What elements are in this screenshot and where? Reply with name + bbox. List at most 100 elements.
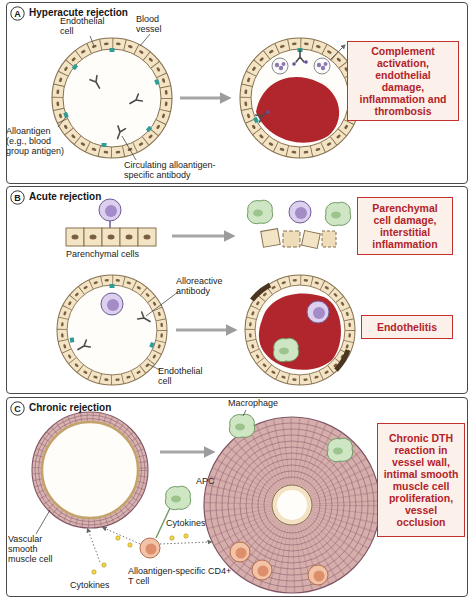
tcr-contact — [109, 221, 111, 228]
cytokine-path — [160, 542, 210, 544]
muscle-layer — [240, 453, 344, 557]
muscle-layer — [35, 415, 145, 525]
annotation-label: APC — [196, 476, 226, 486]
leader-line — [122, 136, 136, 160]
panel-title: Acute rejection — [29, 191, 101, 202]
macrophage — [247, 200, 272, 224]
macrophage — [325, 202, 350, 226]
blood-vessel — [57, 275, 167, 385]
alloantigen — [102, 143, 107, 147]
alloantigen — [253, 117, 259, 123]
leader-line — [140, 34, 150, 46]
macrophage — [273, 338, 298, 362]
annotation-label: Endothelial cell — [158, 366, 210, 386]
annotation-label: Alloantigen-specific CD4+ T cell — [128, 566, 232, 586]
annotation-label: Blood vessel — [136, 14, 176, 34]
blood-vessel — [52, 38, 172, 158]
leader-line — [58, 117, 66, 127]
panel-letter-text: A — [10, 6, 25, 21]
hemorrhage — [259, 293, 341, 369]
alloantigen — [154, 79, 159, 85]
panel-letter: C — [10, 401, 25, 416]
complement — [304, 60, 308, 64]
leader-line — [36, 510, 50, 534]
outcome-text: Endothelitis — [377, 321, 437, 333]
damaged-endothelium — [252, 285, 270, 300]
damaged-cell — [322, 231, 336, 247]
muscle-layer — [210, 423, 374, 587]
annotation-label: Cytokines — [70, 580, 120, 590]
blood-vessel — [240, 38, 360, 158]
blood-vessel — [245, 275, 355, 385]
transition-arrow — [180, 97, 222, 100]
transition-arrow — [172, 235, 226, 238]
muscle-layer — [246, 459, 338, 551]
cytokine — [102, 563, 106, 567]
alloantigen — [146, 126, 152, 132]
outcome-box: Parenchymal cell damage, interstitial in… — [357, 197, 453, 255]
vessel-lumen — [277, 490, 307, 520]
outcome-text: Complement activation, endothelial damag… — [353, 45, 453, 117]
rejection-panel: Acute rejection B Parenchymal cell damage,… — [6, 186, 468, 394]
leader-line — [243, 410, 246, 416]
damaged-cell — [261, 229, 281, 248]
antibody — [138, 312, 152, 325]
complement — [266, 110, 270, 114]
muscle-layer — [234, 447, 350, 563]
leader-line — [90, 36, 94, 46]
alloantigen — [149, 342, 154, 348]
alloantigen — [72, 64, 78, 70]
nucleus — [72, 235, 79, 240]
annotation-label: Parenchymal cells — [66, 249, 166, 259]
neutrophil — [314, 58, 330, 74]
panel-letter: B — [10, 190, 25, 205]
macrophage — [327, 438, 352, 462]
annotation-label: Macrophage — [228, 398, 292, 408]
panel-title: Chronic rejection — [29, 402, 111, 413]
nucleus — [126, 235, 133, 240]
apc — [165, 486, 190, 510]
thrombus — [256, 77, 339, 143]
antibody — [90, 76, 103, 90]
outcome-box: Chronic DTH reaction in vessel wall, int… — [377, 423, 465, 537]
alloantigen — [110, 48, 115, 52]
t-cell — [230, 542, 250, 562]
leader-line — [146, 292, 178, 316]
t-cell — [99, 199, 121, 221]
smooth-muscle — [37, 417, 143, 523]
panel-letter: A — [10, 6, 25, 21]
t-cell — [289, 201, 311, 223]
antibody — [296, 50, 304, 62]
letter-circle-outline — [11, 191, 24, 204]
parenchymal-cell — [138, 228, 156, 246]
annotation-label: Endothelial cell — [60, 16, 112, 36]
parenchymal-cell — [66, 228, 84, 246]
t-cell — [308, 565, 328, 585]
antibody — [114, 126, 126, 140]
t-cell — [252, 560, 272, 580]
parenchymal-cell — [84, 228, 102, 246]
rejection-panel: Hyperacute rejectionAComplement activati… — [6, 2, 468, 184]
annotation-label: Circulating alloantigen-specific antibod… — [124, 160, 238, 180]
cytokine — [170, 536, 174, 540]
outcome-text: Parenchymal cell damage, interstitial in… — [363, 202, 447, 250]
transition-arrow — [160, 451, 206, 454]
neutrophil — [272, 58, 288, 74]
letter-circle-outline — [11, 7, 24, 20]
smooth-muscle — [238, 451, 346, 559]
cytokine — [92, 570, 96, 574]
cytokine — [128, 543, 132, 547]
damaged-cell — [302, 230, 321, 248]
rejection-panel: Chronic rejection C Chronic DTH reaction i… — [6, 397, 468, 597]
cytokine-path — [104, 528, 140, 544]
outcome-box: Endothelitis — [361, 315, 453, 339]
muscle-layer — [252, 465, 332, 545]
t-cell — [307, 301, 329, 323]
nucleus — [108, 235, 115, 240]
nucleus — [144, 235, 151, 240]
outcome-box: Complement activation, endothelial damag… — [347, 41, 459, 121]
outcome-text: Chronic DTH reaction in vessel wall, int… — [383, 432, 459, 528]
cd4-t-cell — [140, 538, 160, 558]
nucleus — [90, 235, 97, 240]
